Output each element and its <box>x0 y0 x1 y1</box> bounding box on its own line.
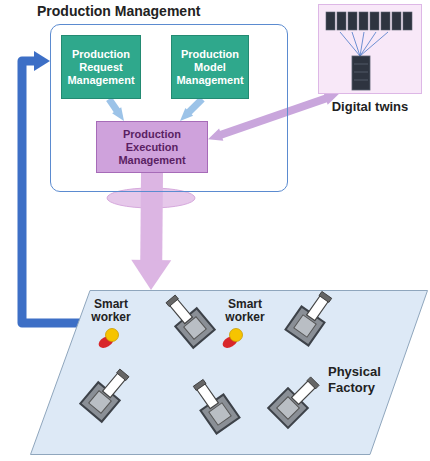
digital-twin-illustration <box>318 4 422 94</box>
connector-arrow <box>131 173 171 290</box>
machine-icon <box>187 375 240 434</box>
digital-twin-panel: Digital twins <box>318 4 422 94</box>
node-text: Production Request Management <box>65 48 137 87</box>
connector-arrow <box>208 92 339 140</box>
group-box: Production ManagementProduction Request … <box>50 24 288 192</box>
machine-icon <box>268 371 325 428</box>
machine-icon <box>160 290 215 348</box>
node-text: Digital twins <box>298 99 430 114</box>
node-text: Production Execution Management <box>100 128 204 167</box>
connector-arrow <box>109 99 124 121</box>
machine-icon <box>286 287 339 346</box>
process-box: Production Request Management <box>61 35 141 99</box>
connector-arrow <box>180 99 202 121</box>
node-text: Production Management <box>37 3 200 19</box>
worker-label: Smart worker <box>218 298 272 324</box>
process-box: Production Model Management <box>171 35 249 99</box>
node-text: Production Model Management <box>175 48 245 87</box>
worker-label: Smart worker <box>84 298 138 324</box>
node-text: Physical Factory <box>328 364 396 396</box>
execution-box: Production Execution Management <box>96 121 208 173</box>
machine-icon <box>80 364 135 422</box>
